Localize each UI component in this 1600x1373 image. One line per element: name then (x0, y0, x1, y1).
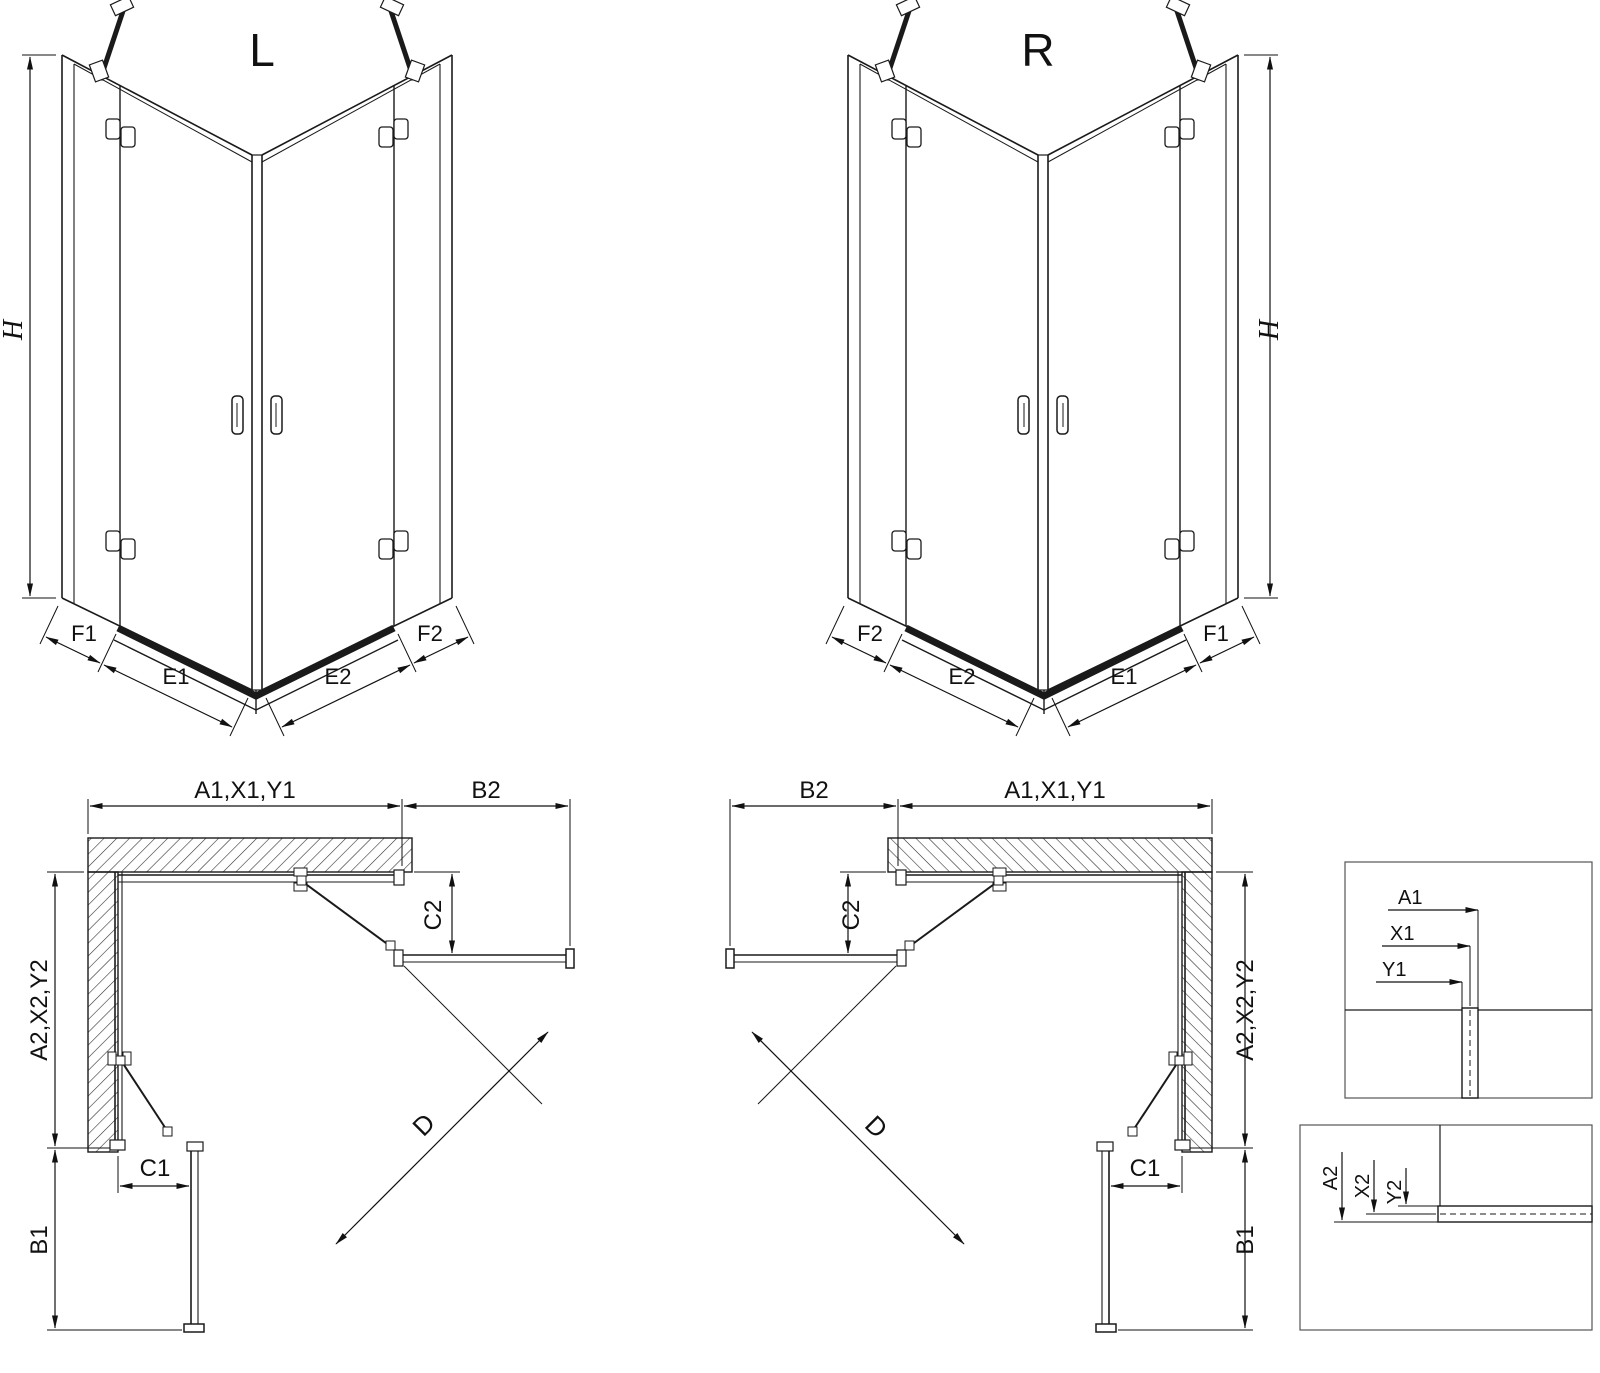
plan-right-c2-label: C2 (838, 900, 865, 931)
e1-label-right: E1 (1111, 664, 1138, 689)
detail-bottom-frame (1299, 1124, 1593, 1331)
f1-label-right: F1 (1203, 621, 1229, 646)
f1-label-left: F1 (71, 621, 97, 646)
plan-view-right: B2 A1,X1,Y1 C2 A2,X2,Y2 C1 B1 D (726, 777, 1259, 1332)
plan-left-c2-label: C2 (420, 900, 447, 931)
e1-label-left: E1 (163, 664, 190, 689)
detail-x2-label: X2 (1352, 1174, 1374, 1198)
front-right-title: R (1021, 24, 1054, 76)
detail-view-bottom: A2 X2 Y2 (1299, 1124, 1593, 1331)
front-view-right: R H F2 E2 E1 F1 (826, 0, 1285, 736)
plan-right-depth-label: A2,X2,Y2 (1232, 959, 1259, 1060)
detail-y1-label: Y1 (1382, 959, 1406, 981)
detail-view-top: A1 X1 Y1 (1344, 861, 1593, 1099)
detail-y2-label: Y2 (1384, 1180, 1406, 1204)
plan-view-left: A1,X1,Y1 B2 C2 A2,X2,Y2 C1 B1 D (26, 777, 574, 1332)
detail-a2-label: A2 (1320, 1166, 1342, 1190)
height-label-right: H (1254, 318, 1285, 341)
plan-right-width-label: A1,X1,Y1 (1004, 777, 1105, 804)
height-label-left: H (0, 318, 29, 341)
front-view-left: L H F1 E1 E2 F2 (0, 0, 474, 736)
detail-a1-label: A1 (1398, 887, 1422, 909)
plan-right-b1-label: B1 (1232, 1225, 1259, 1254)
front-left-title: L (249, 24, 275, 76)
plan-left-b1-label: B1 (26, 1225, 53, 1254)
plan-left-width-label: A1,X1,Y1 (194, 777, 295, 804)
plan-left-b2-label: B2 (471, 777, 500, 804)
e2-label-right: E2 (949, 664, 976, 689)
plan-left-c1-label: C1 (140, 1155, 171, 1182)
plan-right-d-label: D (859, 1109, 893, 1143)
plan-left-d-label: D (406, 1107, 440, 1141)
f2-label-right: F2 (857, 621, 883, 646)
detail-x1-label: X1 (1390, 923, 1414, 945)
plan-right-c1-label: C1 (1130, 1155, 1161, 1182)
f2-label-left: F2 (417, 621, 443, 646)
e2-label-left: E2 (325, 664, 352, 689)
plan-left-depth-label: A2,X2,Y2 (26, 959, 53, 1060)
plan-right-b2-label: B2 (799, 777, 828, 804)
